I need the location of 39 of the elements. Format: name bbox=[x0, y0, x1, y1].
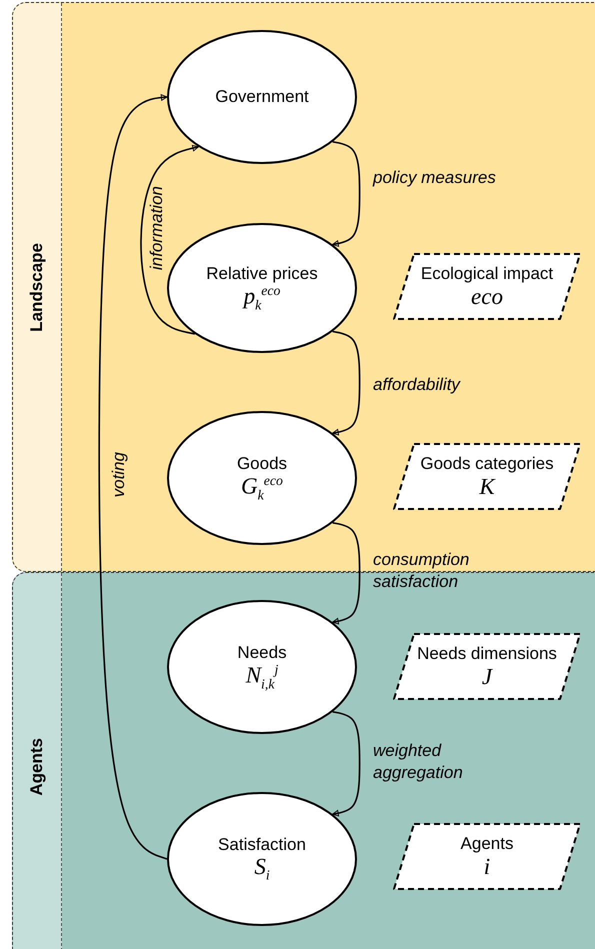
arrow bbox=[332, 330, 360, 436]
node-title: Ecological impact bbox=[420, 264, 554, 284]
node-title: Goods bbox=[236, 454, 288, 474]
math-symbol: i bbox=[484, 854, 490, 879]
math-symbol: S$_{i}$ bbox=[254, 854, 270, 884]
math-symbol: J bbox=[482, 664, 492, 689]
node-title: Needs bbox=[237, 642, 287, 662]
process-ellipse bbox=[167, 411, 357, 545]
node-title: Goods categories bbox=[420, 454, 554, 474]
edge-label: weighted aggregation bbox=[373, 740, 464, 784]
process-ellipse bbox=[167, 792, 357, 926]
parameter-parallelogram bbox=[393, 633, 581, 700]
lane-label: Landscape bbox=[27, 242, 47, 332]
edge-label: affordability bbox=[373, 374, 462, 396]
node-title: Satisfaction bbox=[218, 834, 306, 854]
parameter-parallelogram bbox=[393, 823, 581, 890]
arrow bbox=[140, 144, 199, 335]
edge-label: voting bbox=[108, 452, 129, 498]
process-ellipse bbox=[167, 223, 357, 353]
arrow bbox=[332, 141, 360, 247]
node-title: Relative prices bbox=[206, 264, 318, 284]
edge-label: consumption satisfaction bbox=[373, 549, 470, 594]
node-title: Agents bbox=[460, 834, 514, 854]
arrow bbox=[332, 711, 360, 816]
edge-label: policy measures bbox=[373, 167, 497, 189]
swimlane bbox=[12, 572, 595, 949]
arrow bbox=[332, 522, 360, 624]
swimlane bbox=[12, 2, 595, 572]
arrow bbox=[98, 94, 168, 860]
math-symbol: eco bbox=[471, 284, 503, 309]
edge-label: information bbox=[146, 186, 167, 270]
process-ellipse bbox=[167, 30, 357, 164]
process-ellipse bbox=[167, 600, 357, 734]
lane-label: Agents bbox=[27, 738, 47, 796]
parameter-parallelogram bbox=[393, 253, 581, 320]
node-title: Government bbox=[215, 87, 309, 107]
parameter-parallelogram bbox=[393, 443, 581, 510]
math-symbol: K bbox=[479, 474, 495, 499]
node-title: Needs dimensions bbox=[417, 644, 557, 664]
